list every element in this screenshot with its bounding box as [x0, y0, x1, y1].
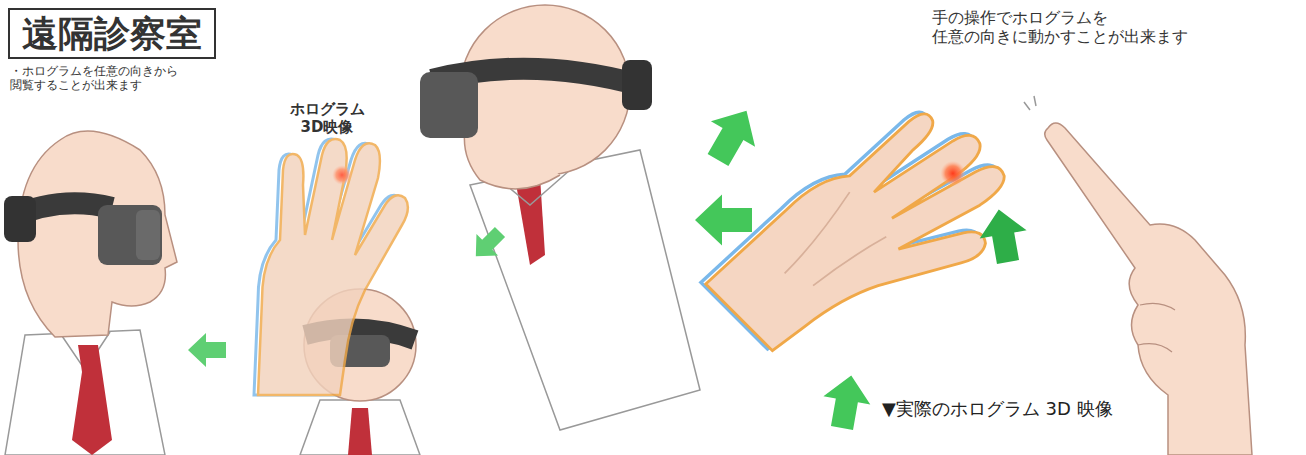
doctor-upper: [420, 5, 700, 430]
hologram-hand-small: [254, 139, 408, 395]
note-text: ・ホログラムを任意の向きから閲覧することが出来ます: [10, 64, 183, 93]
caption-text: ▼実際のホログラム 3D 映像: [880, 398, 1115, 420]
title-box: 遠隔診察室: [8, 8, 216, 59]
doctor-left: [4, 131, 177, 455]
hologram-hand-large: [701, 73, 1036, 408]
instruction-text: 手の操作でホログラムを 任意の向きに動かすことが出来ます: [932, 8, 1204, 46]
hologram-label: ホログラム 3D映像: [282, 100, 372, 136]
